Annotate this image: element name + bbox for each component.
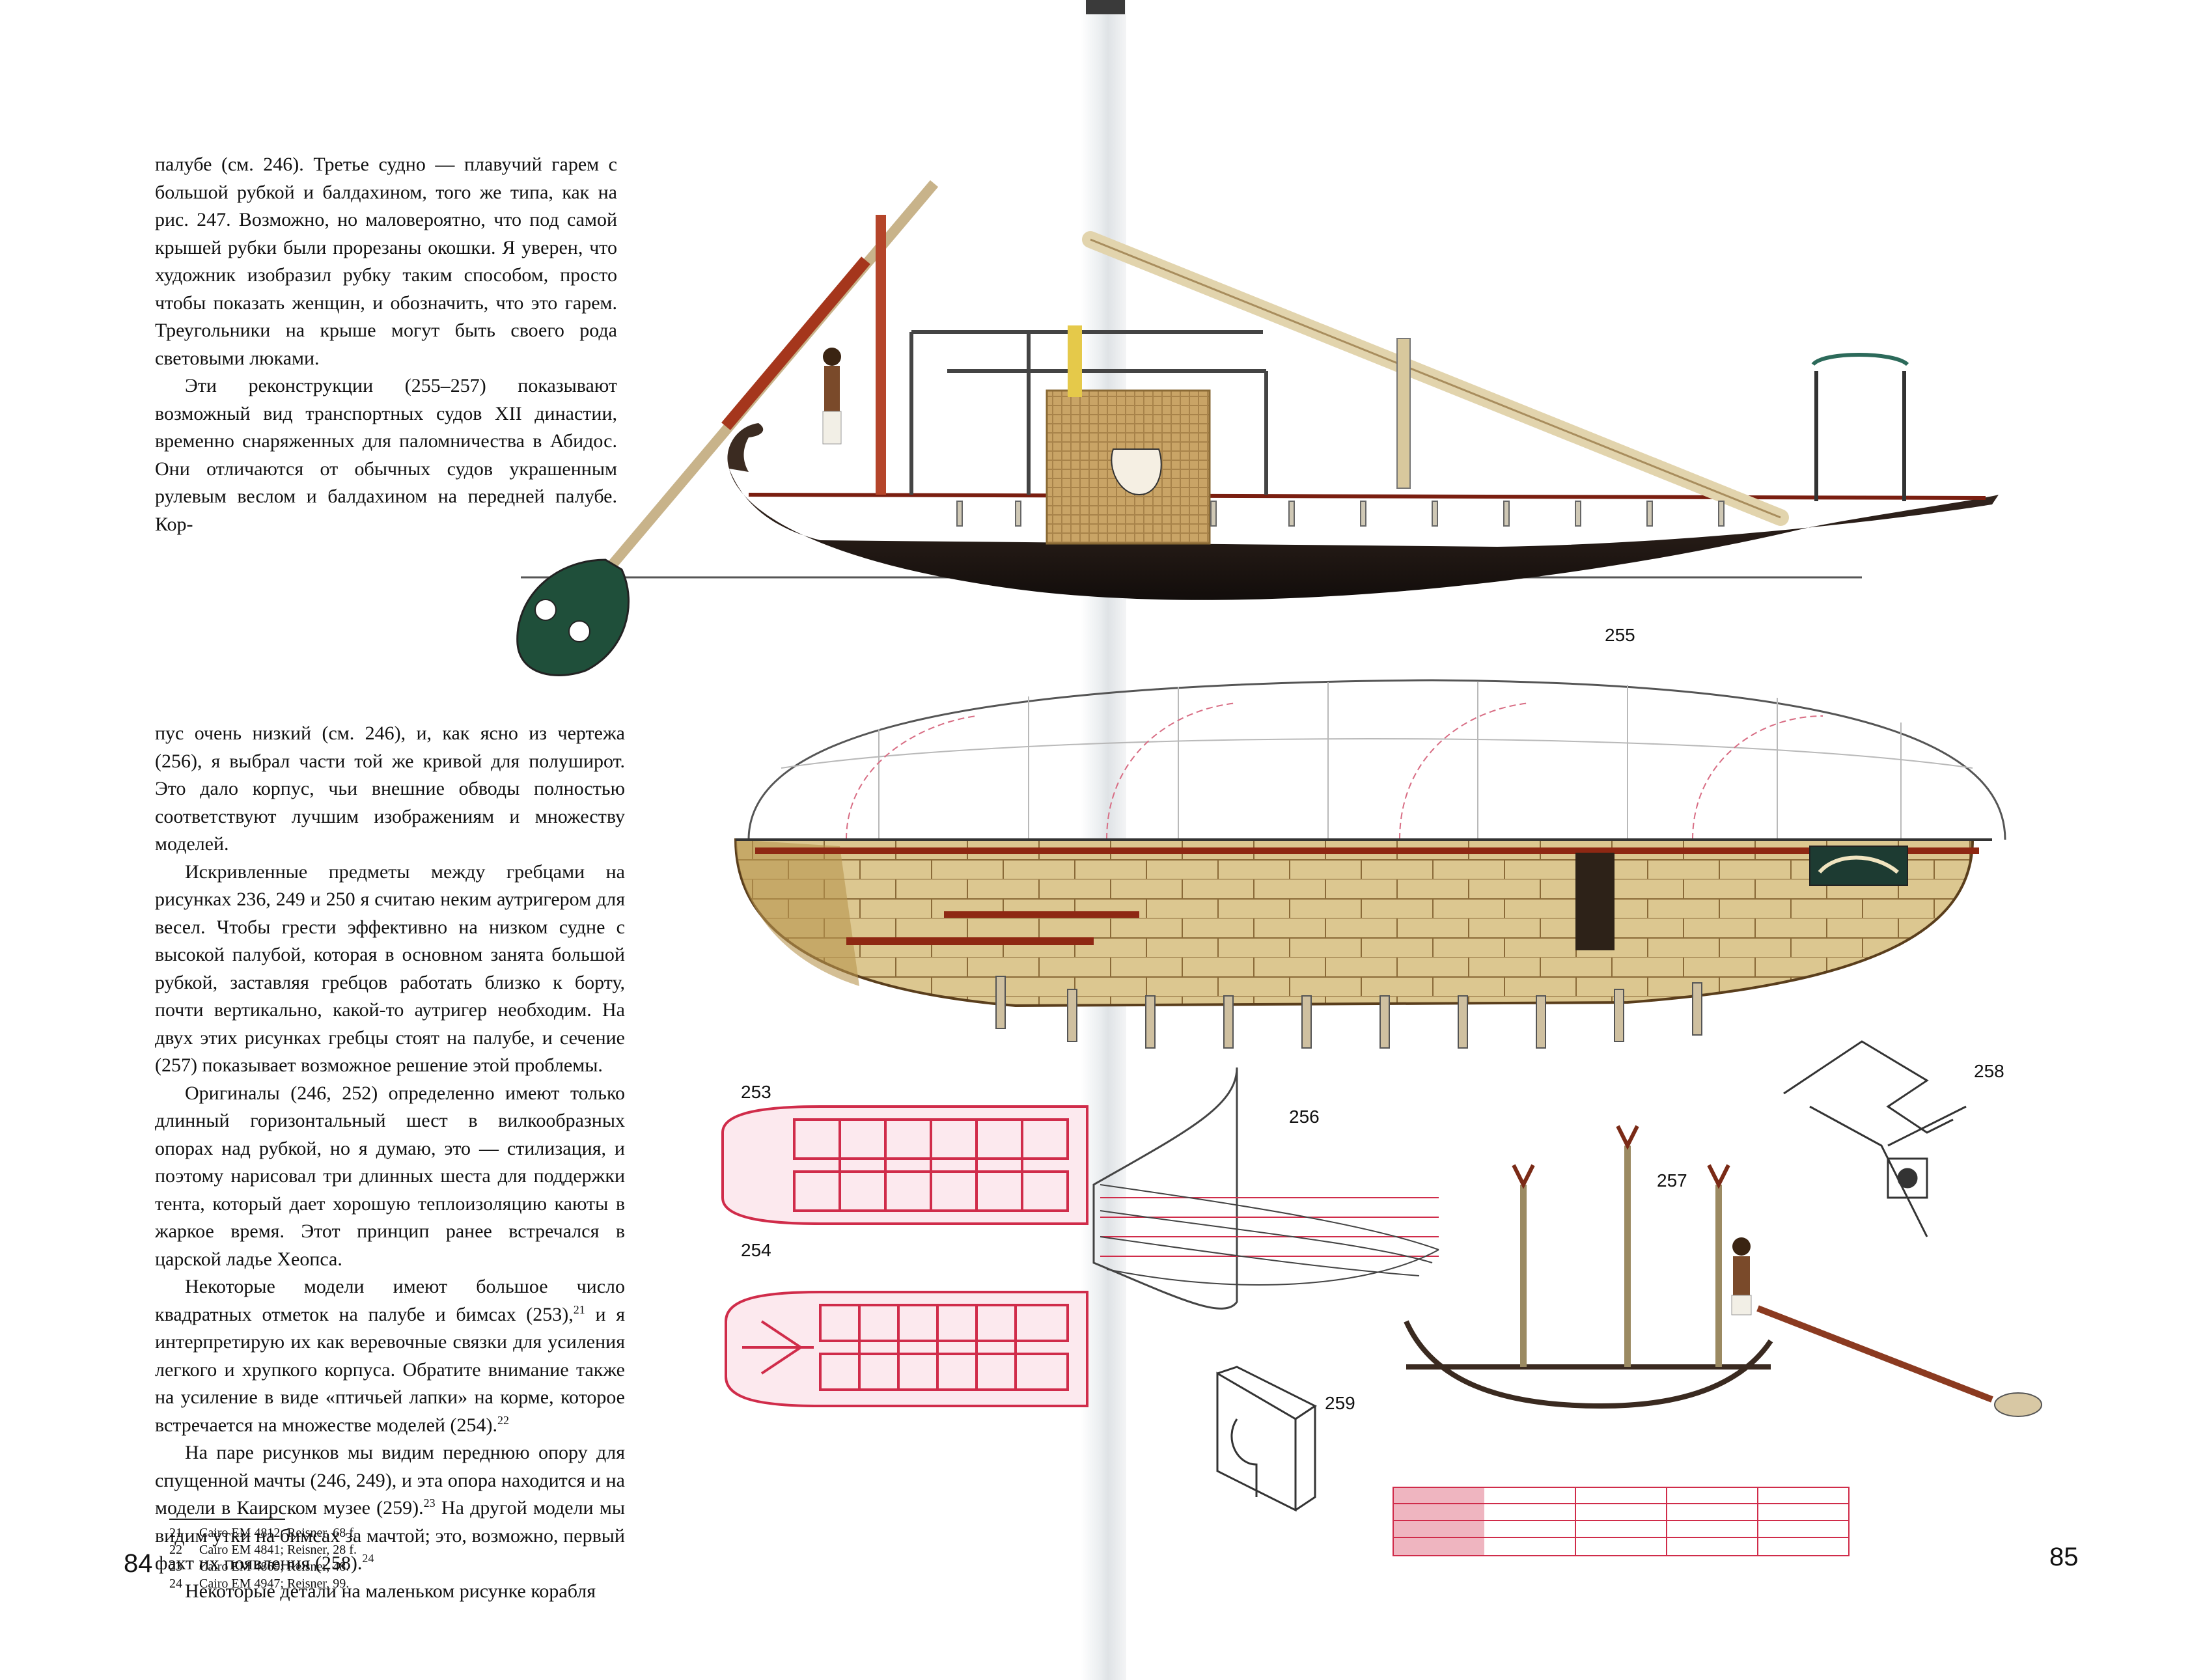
forward-canopy [1811, 353, 1909, 501]
steering-post [876, 215, 886, 495]
text-column-top: палубе (см. 246). Третье судно — плавучи… [155, 151, 617, 538]
mast-shade [1090, 238, 1781, 519]
footnote-number: 22 [169, 1543, 182, 1557]
figure-label-259: 259 [1325, 1393, 1355, 1413]
footnote: 23 Cairo EM 4869; Reisner, 48. [169, 1558, 357, 1575]
rower-body [1733, 1256, 1750, 1295]
oar-rosette [534, 599, 557, 621]
oar-pegs [956, 501, 1725, 527]
cabin-ornament [1111, 448, 1162, 496]
oar-blade [1994, 1392, 2042, 1417]
deck-grid [742, 1304, 1069, 1391]
figure-label-257: 257 [1657, 1170, 1687, 1191]
section-oar [1756, 1305, 1993, 1403]
footnote-text: Cairo EM 4841; Reisner, 28 f. [199, 1543, 357, 1557]
frame-lines [781, 682, 1973, 840]
footnote-rule [169, 1519, 285, 1520]
footnote-ref: 21 [573, 1302, 585, 1316]
gutter-binding-edge [1086, 0, 1125, 14]
helmsman-body [824, 366, 840, 411]
page-number-left: 84 [124, 1549, 153, 1578]
paragraph: пус очень низкий (см. 246), и, как ясно … [155, 723, 625, 855]
hull-pegs [995, 976, 1702, 1049]
paragraph-text: Некоторые модели имеют большое число ква… [155, 1276, 625, 1325]
paragraph-text: и я интерпретирую их как веревочные связ… [155, 1303, 625, 1436]
figure-label-258: 258 [1974, 1061, 2004, 1081]
figure-257-cross-section [1404, 1125, 2042, 1417]
paragraph: Некоторые модели имеют большое число ква… [155, 1273, 625, 1439]
scale-bar [1393, 1487, 1850, 1556]
mast-support [1396, 338, 1411, 489]
paragraph-text: На другой модели мы видим утки на бимсах… [155, 1497, 625, 1574]
paragraph: Оригиналы (246, 252) определенно имеют т… [155, 1082, 625, 1270]
steering-oar-red-section [721, 256, 870, 430]
deck-rail [748, 493, 1986, 500]
footnote-ref: 24 [362, 1552, 374, 1565]
deck-beams [755, 847, 1979, 945]
helmsman-kilt [822, 411, 842, 445]
figure-254-deck-plan [725, 1291, 1088, 1407]
paragraph: палубе (см. 246). Третье судно — плавучи… [155, 154, 617, 369]
footnote: 22 Cairo EM 4841; Reisner, 28 f. [169, 1541, 357, 1558]
hull [729, 469, 1999, 600]
footnote-text: Cairo EM 4947; Reisner, 99. [199, 1577, 350, 1591]
paragraph: Искривленные предметы между гребцами на … [155, 861, 625, 1077]
page-number-right: 85 [2049, 1543, 2079, 1571]
footnote: 21 Cairo EM 4812; Reisner, 68 f. [169, 1524, 357, 1541]
footnote-number: 21 [169, 1526, 182, 1540]
paragraph: На паре рисунков мы видим переднюю опору… [155, 1439, 625, 1578]
helmsman-head [823, 348, 841, 366]
figure-label-253: 253 [741, 1082, 771, 1102]
deck-outline [721, 1105, 1088, 1225]
figure-plan-view-hull [734, 679, 2006, 1049]
figure-label-256: 256 [1289, 1107, 1320, 1127]
figure-256-lines-drawing [1092, 1067, 1439, 1310]
deck-grid [793, 1118, 1069, 1212]
footnote-text: Cairo EM 4869; Reisner, 48. [199, 1560, 350, 1574]
rower-head [1732, 1237, 1751, 1256]
hanging-cloth [1068, 325, 1082, 397]
rower-kilt [1731, 1295, 1752, 1315]
figure-label-255: 255 [1605, 625, 1635, 645]
oar-rosette [568, 620, 590, 642]
stern-post [727, 423, 764, 472]
canopy-frame [909, 330, 1268, 495]
figure-259-block [1216, 1366, 1317, 1512]
paragraph-text: На паре рисунков мы видим переднюю опору… [155, 1442, 625, 1519]
hull-planked-lower [734, 838, 1975, 1008]
paragraph: Эти реконструкции (255–257) показывают в… [155, 375, 617, 535]
hull-shadow [736, 840, 859, 986]
footnote-number: 24 [169, 1577, 182, 1591]
footnote: 24 Cairo EM 4947; Reisner, 99. [169, 1575, 357, 1592]
figure-255-boat-side-view [516, 180, 1999, 676]
hatch [1575, 853, 1615, 950]
footnote-ref: 23 [423, 1496, 436, 1509]
footnote-number: 23 [169, 1560, 182, 1574]
figure-253-deck-plan [721, 1105, 1088, 1225]
forked-tops [1512, 1125, 1730, 1189]
dashed-section-curves [846, 702, 1823, 840]
figure-label-254: 254 [741, 1240, 771, 1260]
deck-outline [725, 1291, 1088, 1407]
steering-oar-blade [516, 558, 630, 676]
figure-258-detail [1783, 1040, 1967, 1237]
paragraph: Некоторые детали на маленьком рисунке ко… [185, 1580, 596, 1602]
footnote-text: Cairo EM 4812; Reisner, 68 f. [199, 1526, 357, 1540]
canopy-ornament [1818, 855, 1899, 874]
footnote-ref: 22 [497, 1413, 509, 1427]
text-column-bottom: пус очень низкий (см. 246), и, как ясно … [155, 720, 625, 1605]
hull-outline-upper [747, 679, 2006, 840]
tent-poles [1520, 1146, 1722, 1367]
